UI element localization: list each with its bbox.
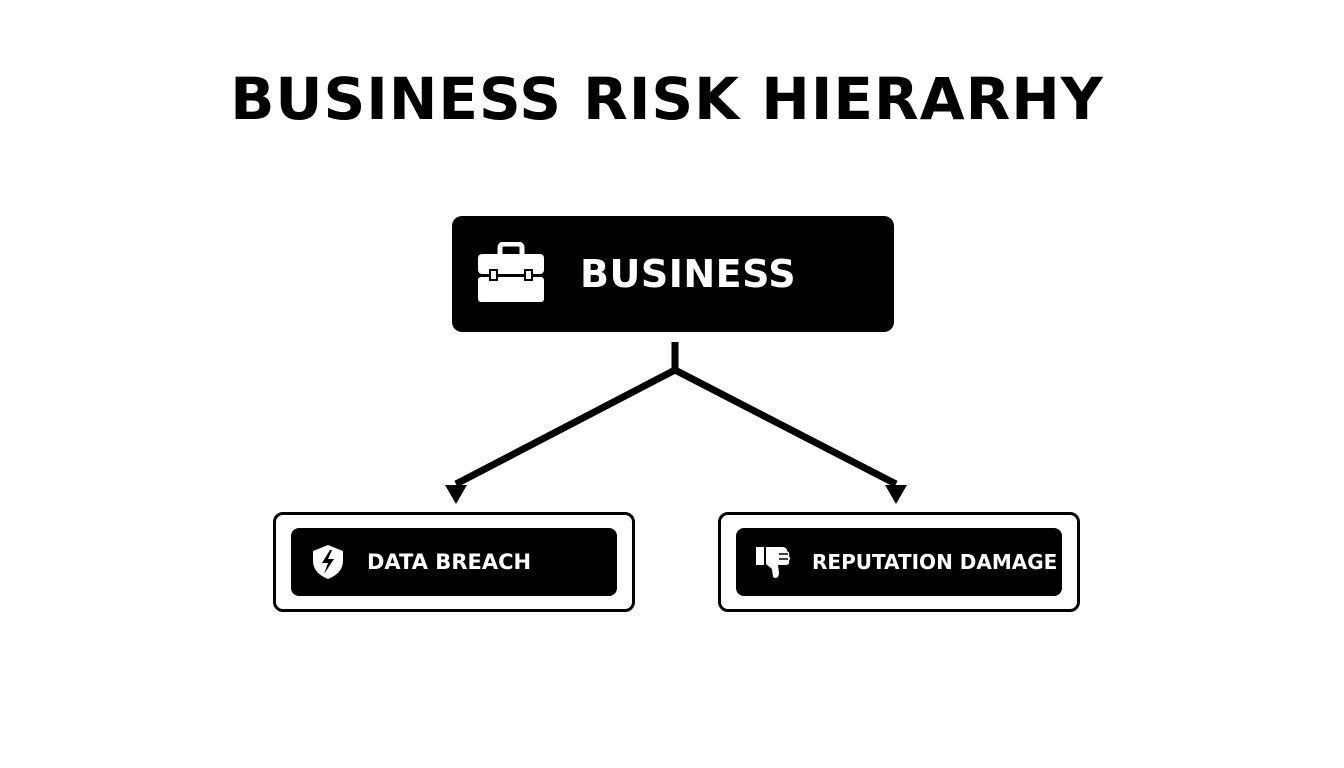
child-node-data-breach[interactable]: DATA BREACH (273, 512, 635, 612)
child-node-reputation-damage[interactable]: REPUTATION DAMAGE (718, 512, 1080, 612)
root-node-business[interactable]: BUSINESS (452, 216, 894, 332)
arrowhead-reputation-damage (885, 485, 907, 504)
child-node-label: REPUTATION DAMAGE (812, 550, 1058, 574)
connector-to-data-breach (454, 366, 677, 488)
connector-to-reputation-damage (673, 366, 898, 488)
root-node-label: BUSINESS (580, 252, 797, 296)
briefcase-icon (478, 242, 544, 302)
child-node-inner: REPUTATION DAMAGE (736, 528, 1062, 596)
thumbs-down-icon (756, 547, 790, 578)
diagram-title: BUSINESS RISK HIERARHY (230, 65, 1104, 133)
arrowhead-data-breach (445, 485, 467, 504)
child-node-inner: DATA BREACH (291, 528, 617, 596)
child-node-label: DATA BREACH (367, 550, 532, 574)
broken-shield-icon (313, 545, 343, 579)
